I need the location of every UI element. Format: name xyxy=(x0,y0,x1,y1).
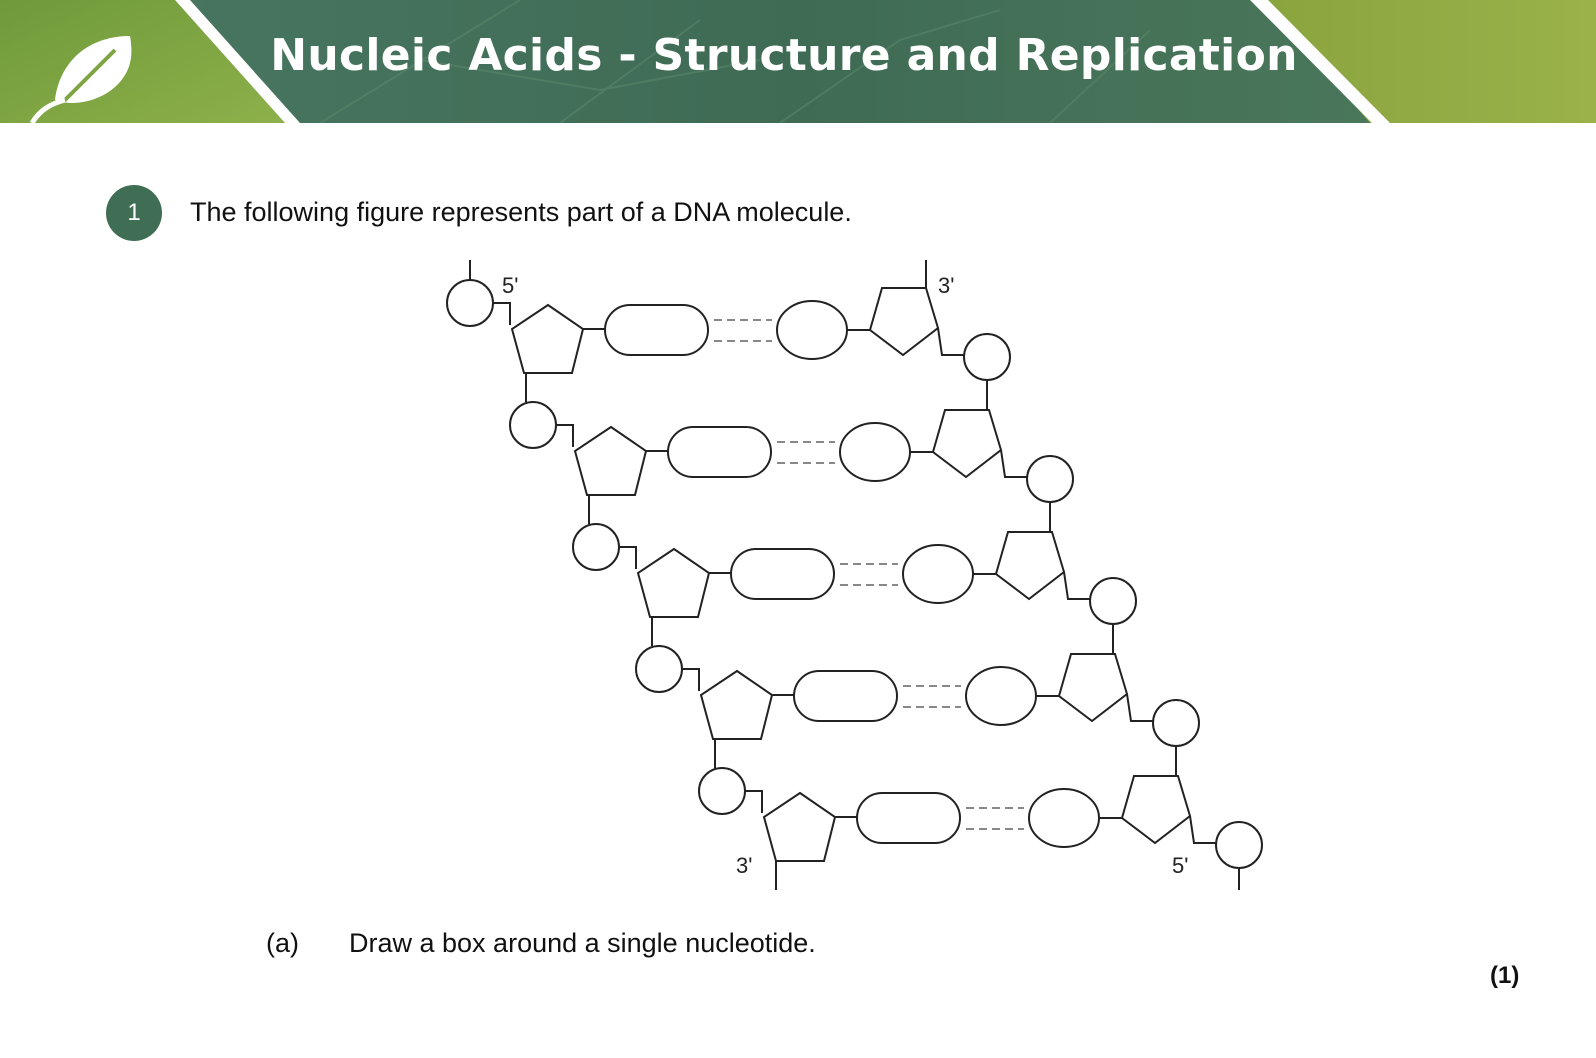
page-title: Nucleic Acids - Structure and Replicatio… xyxy=(270,30,1298,81)
label-3-prime-top: 3' xyxy=(938,273,954,298)
nucleotide-pair-2 xyxy=(509,401,1074,503)
leaf-icon xyxy=(29,36,132,123)
nucleotide-pair-3 xyxy=(572,523,1137,625)
label-5-prime-bottom: 5' xyxy=(1172,853,1188,878)
dna-diagram: 5' 3' 3' 5' xyxy=(446,260,1263,890)
question-text: The following figure represents part of … xyxy=(190,197,852,227)
nucleotide-pair-1 xyxy=(446,279,1011,381)
label-5-prime-top: 5' xyxy=(502,273,518,298)
part-a-label: (a) xyxy=(266,928,299,958)
nucleotide-pair-4 xyxy=(635,645,1200,747)
header-banner: Nucleic Acids - Structure and Replicatio… xyxy=(0,0,1596,123)
question-number-badge: 1 xyxy=(106,185,162,241)
backbone-links xyxy=(469,260,1240,890)
banner-background xyxy=(0,0,1596,123)
part-a-text: Draw a box around a single nucleotide. xyxy=(349,928,816,958)
marks-indicator: (1) xyxy=(1490,962,1520,989)
label-3-prime-bottom: 3' xyxy=(736,853,752,878)
